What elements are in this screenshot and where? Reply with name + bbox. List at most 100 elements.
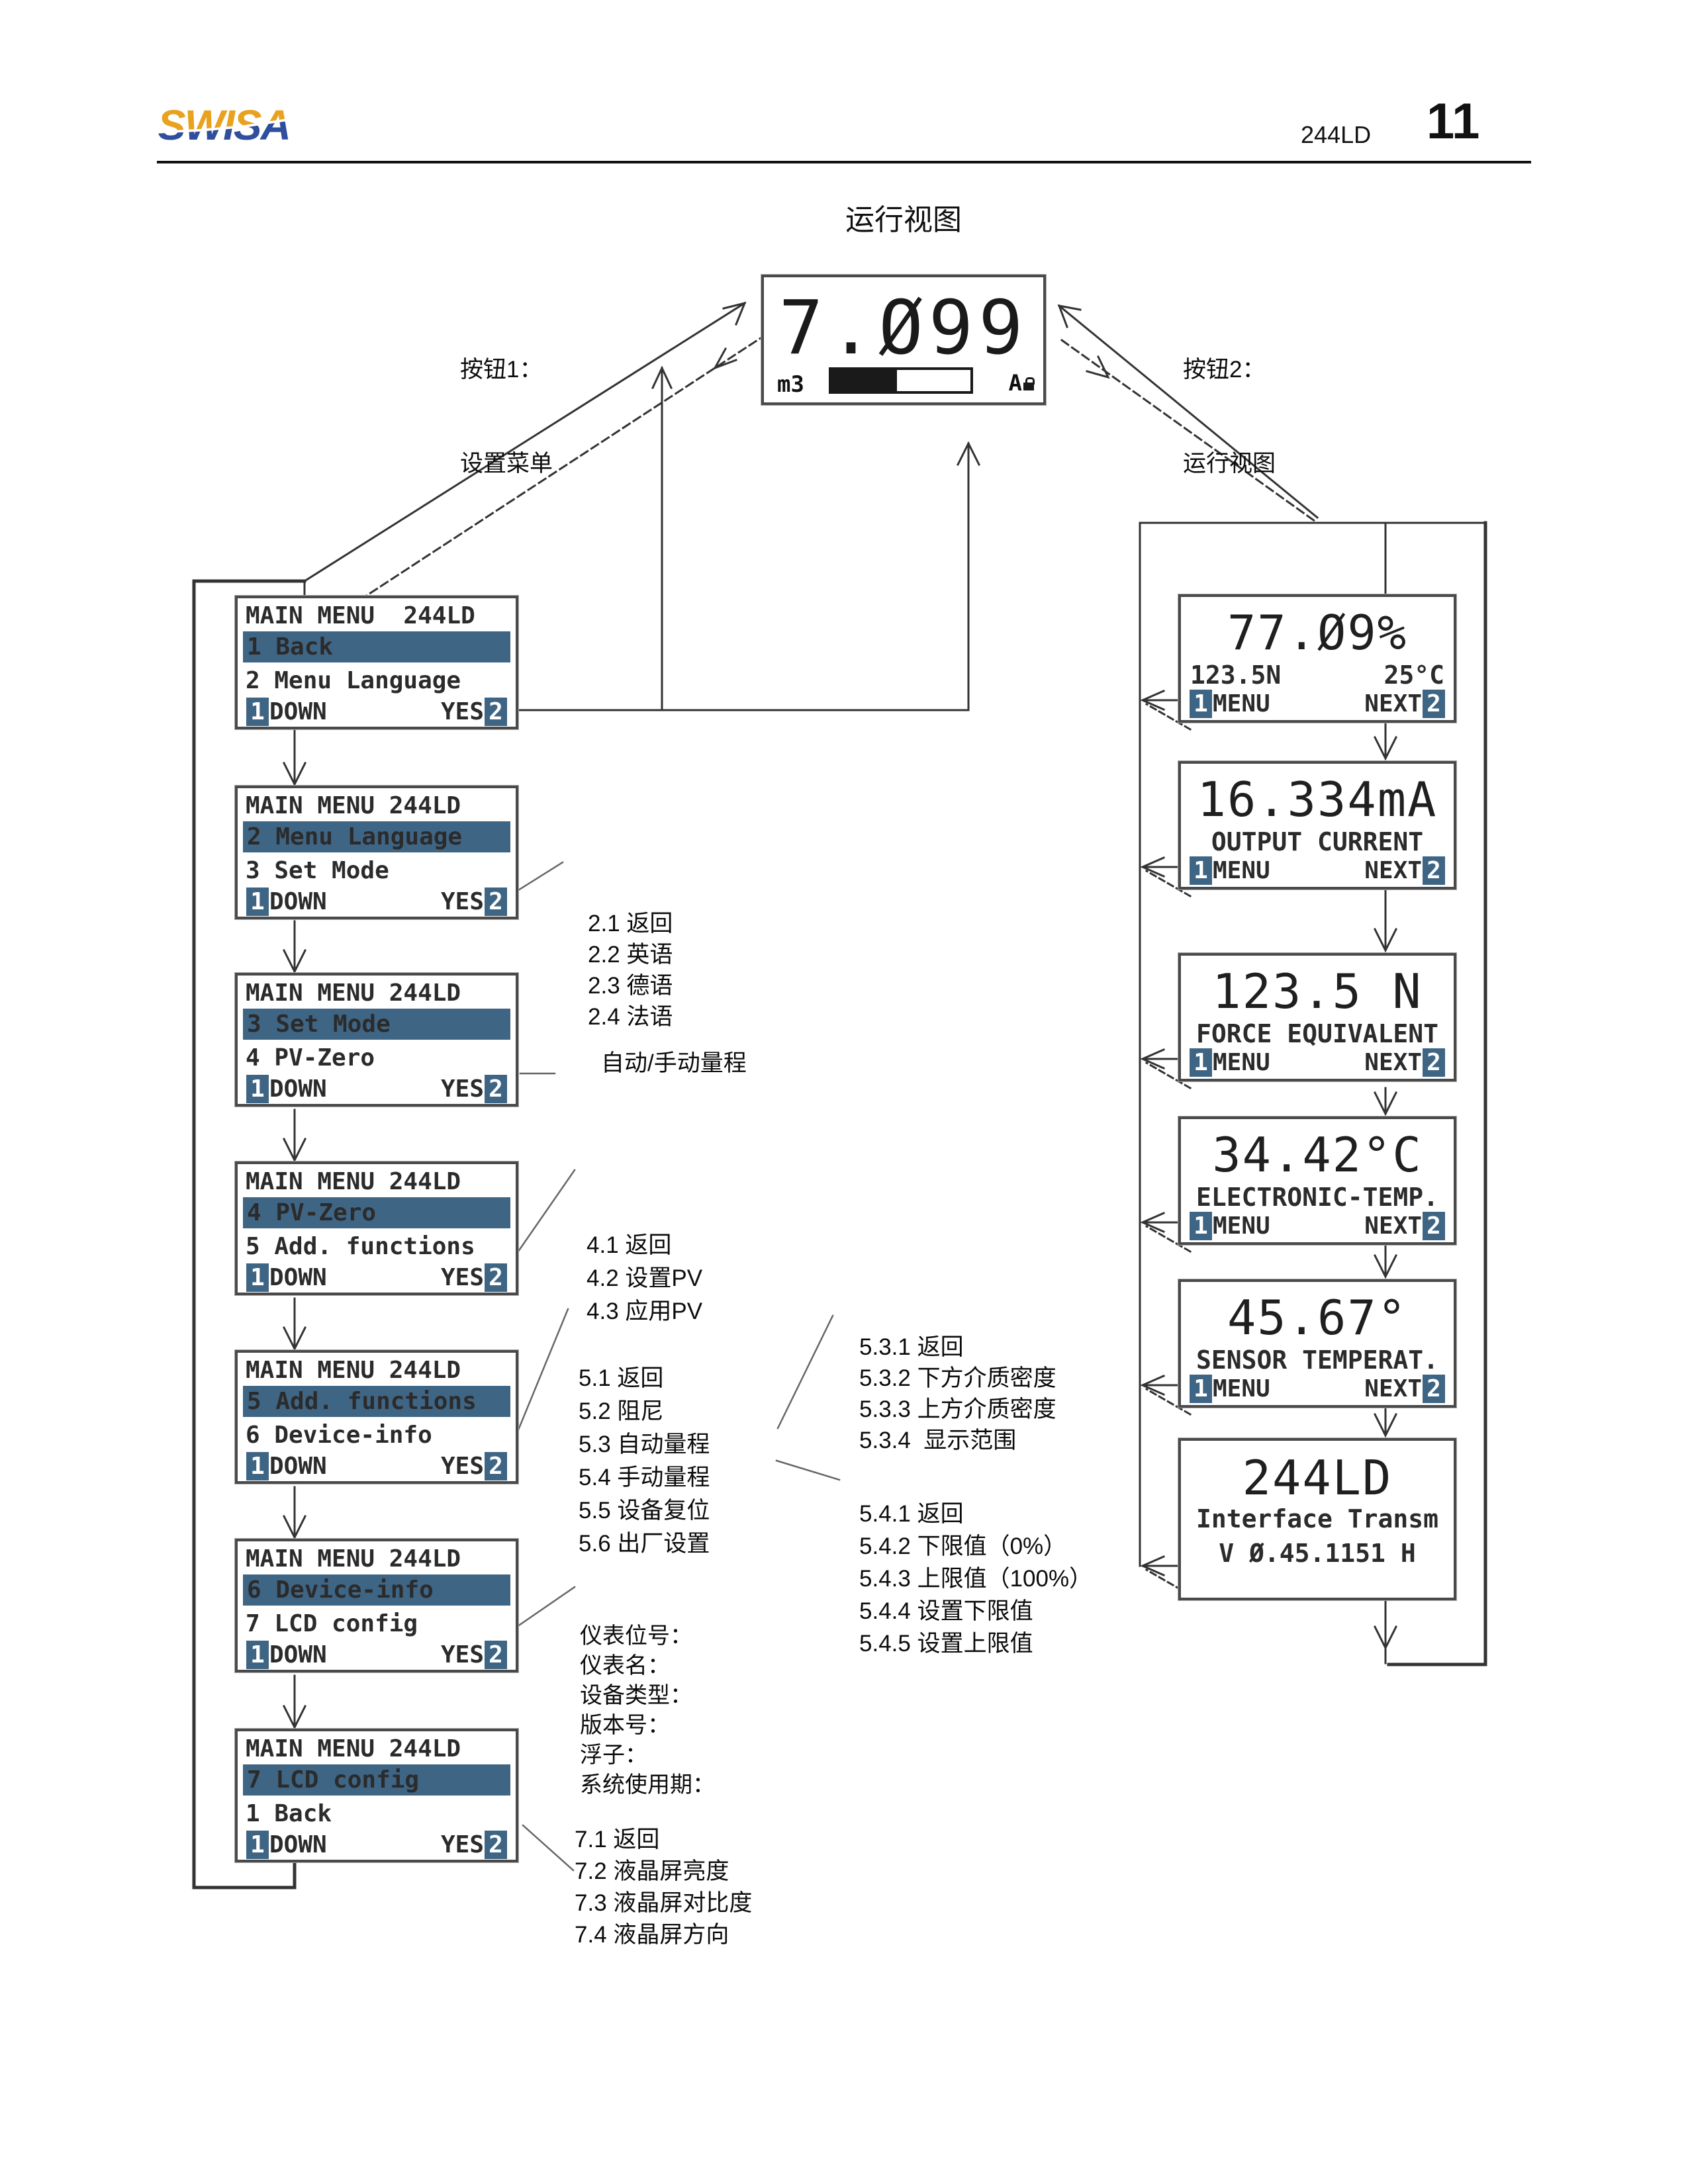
softkey-1: 1 — [1190, 1048, 1212, 1077]
softkey-down-label: DOWN — [269, 1075, 327, 1103]
softkey-2: 2 — [1423, 1212, 1445, 1240]
softkey-2: 2 — [485, 1263, 507, 1292]
annotation-line: 4.1 返回 — [586, 1232, 672, 1258]
annotation-line: 版本号： — [580, 1713, 670, 1738]
menu-next-item: 4 PV-Zero — [246, 1044, 375, 1071]
annotation-line: 仪表名： — [580, 1653, 670, 1678]
softkey-yes-label: YES — [440, 698, 484, 725]
run-screen-device-id: 244LD Interface Transm V Ø.45.1151 H — [1178, 1438, 1456, 1600]
softkey-down-label: DOWN — [269, 698, 327, 725]
lcd-value: 7.Ø99 — [778, 285, 1029, 371]
softkey-1: 1 — [246, 887, 269, 916]
softkey-1: 1 — [246, 1641, 269, 1669]
annotation-line: 5.2 阻尼 — [579, 1398, 664, 1424]
swisa-logo: SWISA SWISA — [158, 101, 316, 154]
softkey-1: 1 — [246, 1075, 269, 1103]
softkey-2: 2 — [1423, 856, 1445, 885]
softkey-1: 1 — [1190, 1375, 1212, 1403]
menu-screen-2: MAIN MENU 244LD 2 Menu Language 3 Set Mo… — [235, 786, 518, 919]
menu-next-item: 1 Back — [246, 1800, 332, 1827]
run-subrow: OUTPUT CURRENT — [1190, 827, 1444, 856]
softkey-1: 1 — [246, 698, 269, 726]
softkey-menu-label: MENU — [1213, 1212, 1270, 1240]
softkey-2: 2 — [485, 1831, 507, 1859]
run-subrow: Interface Transm — [1190, 1504, 1444, 1533]
softkey-menu-label: MENU — [1213, 857, 1270, 884]
run-value: 123.5 N — [1212, 964, 1423, 1019]
softkey-1: 1 — [1190, 856, 1212, 885]
button1-note-line2: 设置菜单 — [460, 451, 553, 477]
run-subrow: SENSOR TEMPERAT. — [1190, 1345, 1444, 1375]
softkey-down-label: DOWN — [269, 1641, 327, 1668]
softkey-yes-label: YES — [440, 1641, 484, 1668]
annotation-line: 5.4.3 上限值（100%） — [859, 1566, 1093, 1592]
softkey-down-label: DOWN — [269, 1453, 327, 1480]
annotation-line: 2.4 法语 — [588, 1004, 673, 1030]
annotation-line: 浮子： — [580, 1743, 647, 1768]
run-sub-left: 123.5N — [1190, 660, 1282, 690]
menu-next-item: 6 Device-info — [246, 1422, 432, 1449]
softkey-2: 2 — [1423, 1048, 1445, 1077]
header-rule — [157, 161, 1531, 163]
menu-highlighted-item: 5 Add. functions — [243, 1386, 510, 1417]
softkey-next-label: NEXT — [1364, 857, 1422, 884]
softkey-yes-label: YES — [440, 1264, 484, 1291]
run-value: 16.334mA — [1197, 772, 1438, 827]
menu-title: MAIN MENU 244LD — [246, 1168, 461, 1195]
softkey-2: 2 — [485, 887, 507, 916]
menu-title: MAIN MENU 244LD — [246, 979, 461, 1007]
menu-title: MAIN MENU 244LD — [246, 602, 475, 629]
run-sub-label: OUTPUT CURRENT — [1211, 827, 1424, 856]
softkey-next-label: NEXT — [1364, 1375, 1422, 1402]
softkey-down-label: DOWN — [269, 888, 327, 915]
main-lcd-display: 7.Ø99 m3 A — [761, 275, 1046, 405]
lcd-level-bar-fill — [831, 370, 897, 391]
page-title: 运行视图 — [845, 204, 962, 236]
annotation-line: 5.5 设备复位 — [579, 1498, 710, 1524]
menu-next-item: 2 Menu Language — [246, 667, 461, 694]
annotation-line: 7.1 返回 — [575, 1827, 660, 1852]
menu-highlighted-item: 2 Menu Language — [243, 821, 510, 852]
button2-note-line1: 按钮2： — [1183, 357, 1266, 383]
run-subrow: ELECTRONIC-TEMP. — [1190, 1183, 1444, 1212]
annotation-line: 5.4 手动量程 — [579, 1465, 710, 1490]
annotation-line: 5.4.5 设置上限值 — [859, 1631, 1033, 1657]
run-value: 77.Ø9% — [1227, 605, 1408, 660]
softkey-yes-label: YES — [440, 1831, 484, 1858]
menu-highlighted-item: 7 LCD config — [243, 1764, 510, 1796]
softkey-menu-label: MENU — [1213, 1049, 1270, 1076]
annotation-line: 5.3.2 下方介质密度 — [859, 1365, 1056, 1391]
softkey-next-label: NEXT — [1364, 1049, 1422, 1076]
annotation-line: 5.3 自动量程 — [579, 1432, 710, 1457]
run-value: 45.67° — [1227, 1290, 1408, 1345]
annotation-line: 5.4.1 返回 — [859, 1501, 964, 1527]
softkey-1: 1 — [246, 1831, 269, 1859]
annotation-line: 仪表位号： — [580, 1623, 692, 1649]
menu-next-item: 3 Set Mode — [246, 857, 389, 884]
run-version-label: V Ø.45.1151 H — [1219, 1539, 1416, 1568]
softkey-2: 2 — [485, 698, 507, 726]
button2-note: 按钮2： 运行视图 — [1183, 296, 1276, 511]
softkey-yes-label: YES — [440, 1453, 484, 1480]
run-value: 244LD — [1242, 1450, 1393, 1506]
lcd-status: A — [1009, 370, 1035, 396]
